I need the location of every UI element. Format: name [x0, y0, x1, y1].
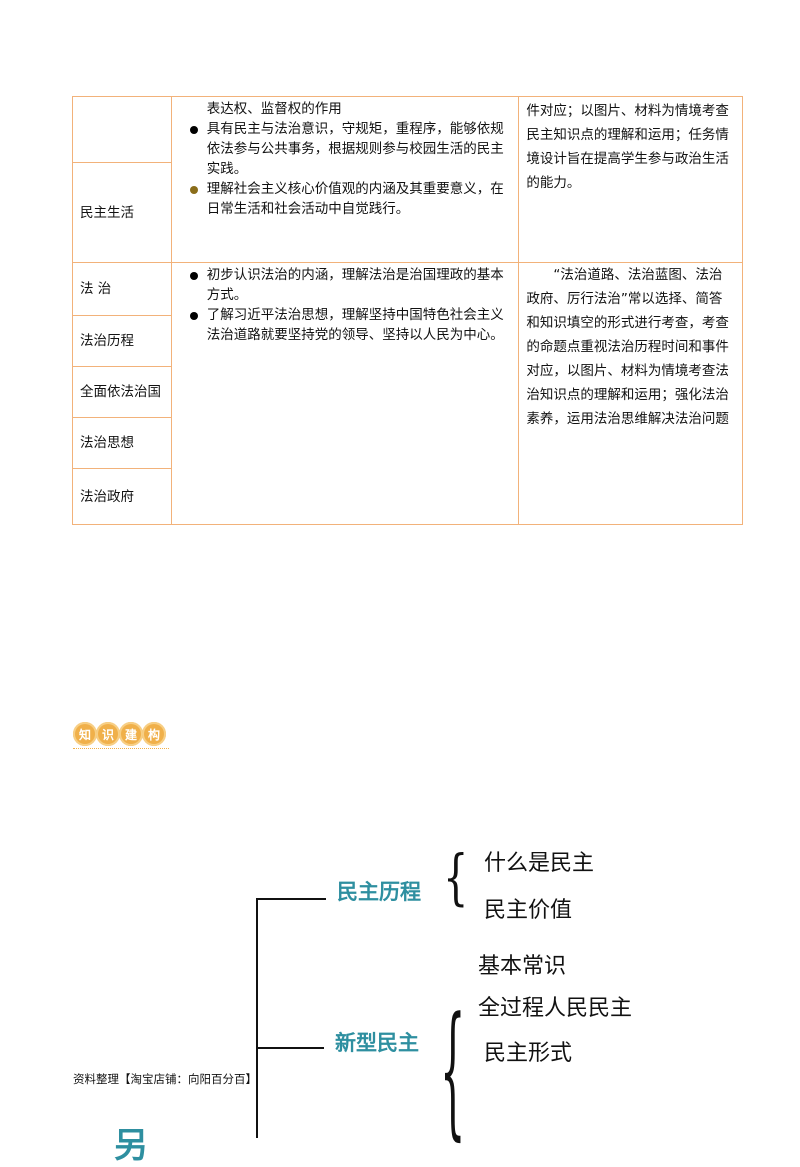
- branch-item: 民主价值: [484, 898, 573, 923]
- badge-char: 建: [119, 722, 143, 746]
- branch-line: [256, 1047, 324, 1049]
- brace-icon: {: [440, 990, 466, 1156]
- badge-char: 识: [96, 722, 120, 746]
- branch-title: 新型民主: [335, 1031, 419, 1055]
- knowledge-construction-badge: 知 识 建 构: [73, 722, 169, 749]
- category-cell: [72, 96, 172, 163]
- objective-continuation: 表达权、监督权的作用: [206, 101, 342, 117]
- objectives-cell: 表达权、监督权的作用 具有民主与法治意识，守规矩，重程序，能够依规依法参与公共事…: [170, 96, 520, 263]
- category-cell: 法 治: [72, 262, 172, 316]
- bullet-icon: [189, 186, 198, 194]
- badge-char: 知: [73, 722, 97, 746]
- category-cell: 全面依法治国: [72, 366, 172, 418]
- footer-note: 资料整理【淘宝店铺：向阳百分百】: [73, 1072, 257, 1086]
- badge-underline: [73, 748, 169, 752]
- branch-item: 全过程人民民主: [478, 996, 633, 1021]
- category-cell: 民主生活: [72, 162, 172, 263]
- bullet-icon: [189, 312, 198, 320]
- branch-item: 什么是民主: [484, 851, 595, 876]
- category-cell: 法治政府: [72, 468, 172, 525]
- branch-line: [256, 898, 326, 900]
- branch-item: 基本常识: [478, 954, 567, 979]
- branch-title: 民主历程: [337, 880, 421, 904]
- branch-item: 民主形式: [484, 1041, 573, 1066]
- objective-item: 理解社会主义核心价值观的内涵及其重要意义，在日常生活和社会活动中自觉践行。: [182, 179, 509, 219]
- objective-item: 了解习近平法治思想，理解坚持中国特色社会主义法治道路就要坚持党的领导、坚持以人民…: [182, 305, 509, 345]
- objectives-cell: 初步认识法治的内涵，理解法治是治国理政的基本方式。 了解习近平法治思想，理解坚持…: [170, 262, 520, 525]
- category-cell: 法治思想: [72, 417, 172, 469]
- objective-item: 具有民主与法治意识，守规矩，重程序，能够依规依法参与公共事务，根据规则参与校园生…: [182, 119, 509, 179]
- bullet-icon: [189, 272, 198, 280]
- trunk-line: [256, 898, 258, 1138]
- brace-icon: {: [443, 843, 469, 913]
- partial-heading-char: 另: [114, 1126, 148, 1166]
- requirements-cell: 件对应；以图片、材料为情境考查民主知识点的理解和运用；任务情境设计旨在提高学生参…: [518, 96, 743, 263]
- curriculum-table: 表达权、监督权的作用 具有民主与法治意识，守规矩，重程序，能够依规依法参与公共事…: [72, 96, 743, 525]
- category-cell: 法治历程: [72, 315, 172, 367]
- bullet-icon: [189, 126, 198, 134]
- objective-item: 初步认识法治的内涵，理解法治是治国理政的基本方式。: [182, 265, 509, 305]
- badge-char: 构: [142, 722, 166, 746]
- requirements-cell: “法治道路、法治蓝图、法治政府、厉行法治”常以选择、简答和知识填空的形式进行考查…: [518, 262, 743, 525]
